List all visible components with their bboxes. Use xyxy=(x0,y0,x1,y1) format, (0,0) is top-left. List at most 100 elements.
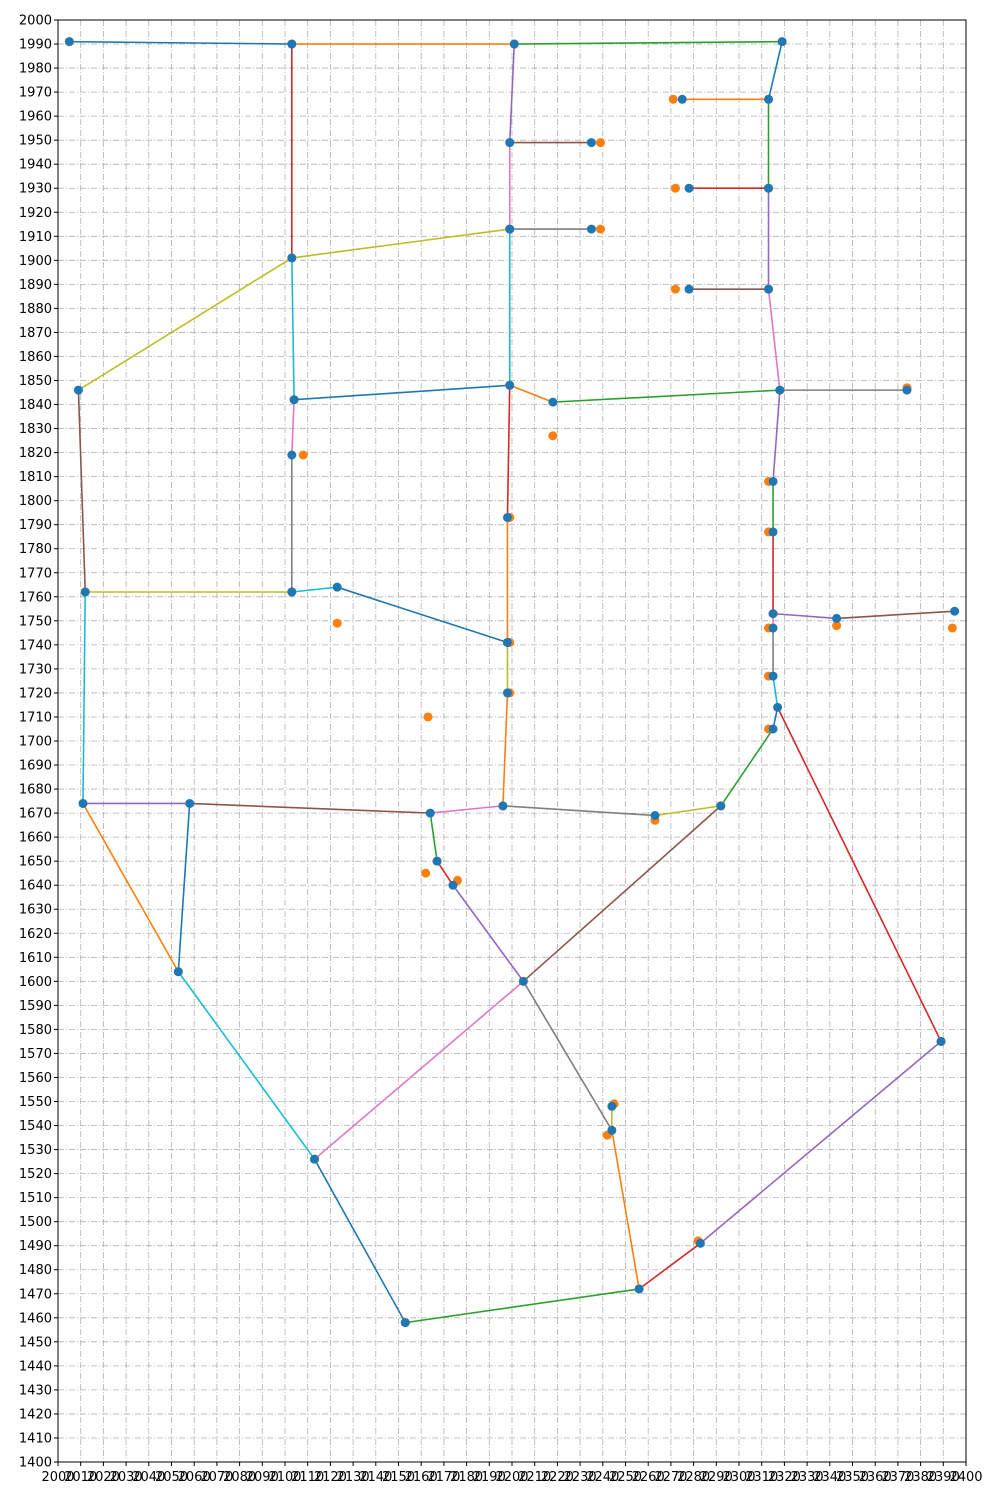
y-tick-label: 1420 xyxy=(19,1407,52,1422)
y-tick-label: 1960 xyxy=(19,110,52,125)
x-tick-label: 2320 xyxy=(768,1470,801,1485)
node-point xyxy=(518,976,528,986)
y-tick-label: 1890 xyxy=(19,278,52,293)
node-point xyxy=(287,253,297,263)
node-point xyxy=(773,702,783,712)
y-tick-label: 1940 xyxy=(19,158,52,173)
x-tick-label: 2260 xyxy=(632,1470,665,1485)
y-tick-label: 1460 xyxy=(19,1311,52,1326)
node-point xyxy=(650,811,660,821)
secondary-point xyxy=(423,712,433,722)
node-point xyxy=(684,183,694,193)
node-point xyxy=(400,1318,410,1328)
x-tick-label: 2370 xyxy=(881,1470,914,1485)
y-tick-label: 1800 xyxy=(19,494,52,509)
y-tick-label: 1720 xyxy=(19,686,52,701)
path-segment xyxy=(77,257,293,391)
path-segment xyxy=(293,384,511,401)
x-tick-label: 2250 xyxy=(609,1470,642,1485)
x-tick-label: 2210 xyxy=(518,1470,551,1485)
y-tick-label: 1830 xyxy=(19,422,52,437)
y-tick-label: 1980 xyxy=(19,62,52,77)
secondary-point xyxy=(670,284,680,294)
node-point xyxy=(509,39,519,49)
path-segment xyxy=(638,1242,702,1290)
x-tick-label: 2040 xyxy=(132,1470,165,1485)
path-segment xyxy=(291,586,339,593)
y-tick-label: 1440 xyxy=(19,1359,52,1374)
secondary-point xyxy=(947,623,957,633)
x-tick-label: 2010 xyxy=(64,1470,97,1485)
y-tick-label: 1580 xyxy=(19,1023,52,1038)
y-tick-label: 1780 xyxy=(19,542,52,557)
secondary-point xyxy=(596,138,606,148)
y-tick-label: 1850 xyxy=(19,374,52,389)
path-segment xyxy=(82,591,87,805)
x-tick-label: 2270 xyxy=(654,1470,687,1485)
node-point xyxy=(768,476,778,486)
node-point xyxy=(768,724,778,734)
path-segment xyxy=(452,884,525,983)
node-point xyxy=(950,606,960,616)
x-tick-label: 2310 xyxy=(745,1470,778,1485)
x-tick-label: 2400 xyxy=(949,1470,982,1485)
node-point xyxy=(764,183,774,193)
path-segment xyxy=(699,1040,942,1245)
node-point xyxy=(607,1101,617,1111)
y-tick-label: 1750 xyxy=(19,614,52,629)
x-tick-label: 2300 xyxy=(722,1470,755,1485)
node-point xyxy=(287,39,297,49)
path-segment xyxy=(68,40,293,45)
path-segment xyxy=(776,706,942,1043)
x-tick-label: 2030 xyxy=(110,1470,143,1485)
path-segment xyxy=(336,586,509,644)
node-point xyxy=(832,613,842,623)
y-tick-label: 1860 xyxy=(19,350,52,365)
node-point xyxy=(448,880,458,890)
path-segment xyxy=(502,692,509,807)
path-segment xyxy=(772,675,779,709)
node-point xyxy=(425,808,435,818)
y-tick-label: 1590 xyxy=(19,999,52,1014)
y-tick-label: 1600 xyxy=(19,975,52,990)
y-tick-label: 1880 xyxy=(19,302,52,317)
path-segments xyxy=(68,40,956,1324)
x-tick-label: 2290 xyxy=(700,1470,733,1485)
path-segment xyxy=(772,612,838,620)
x-tick-label: 2280 xyxy=(677,1470,710,1485)
node-point xyxy=(716,801,726,811)
node-point xyxy=(310,1154,320,1164)
y-tick-label: 1990 xyxy=(19,38,52,53)
y-tick-label: 1490 xyxy=(19,1239,52,1254)
y-axis-ticks: 1400141014201430144014501460147014801490… xyxy=(19,14,58,1471)
x-tick-label: 2160 xyxy=(405,1470,438,1485)
path-segment xyxy=(291,398,295,456)
path-segment xyxy=(508,384,554,403)
node-point xyxy=(768,623,778,633)
y-tick-label: 1410 xyxy=(19,1431,52,1446)
y-tick-label: 1770 xyxy=(19,566,52,581)
node-point xyxy=(586,224,596,234)
x-tick-label: 2140 xyxy=(359,1470,392,1485)
node-point xyxy=(768,671,778,681)
node-point xyxy=(764,284,774,294)
node-point xyxy=(768,527,778,537)
path-segment xyxy=(654,805,722,817)
node-point xyxy=(287,587,297,597)
y-tick-label: 1760 xyxy=(19,590,52,605)
x-tick-label: 2350 xyxy=(836,1470,869,1485)
node-point xyxy=(498,801,508,811)
y-tick-label: 1480 xyxy=(19,1263,52,1278)
y-tick-label: 1430 xyxy=(19,1383,52,1398)
node-point xyxy=(173,967,183,977)
node-point xyxy=(684,284,694,294)
y-tick-label: 1810 xyxy=(19,470,52,485)
node-point xyxy=(64,37,74,47)
path-segment xyxy=(188,802,432,814)
path-segment xyxy=(506,384,511,519)
x-tick-label: 2020 xyxy=(87,1470,120,1485)
path-segment xyxy=(82,802,180,973)
x-tick-label: 2230 xyxy=(564,1470,597,1485)
path-segment xyxy=(720,728,774,807)
